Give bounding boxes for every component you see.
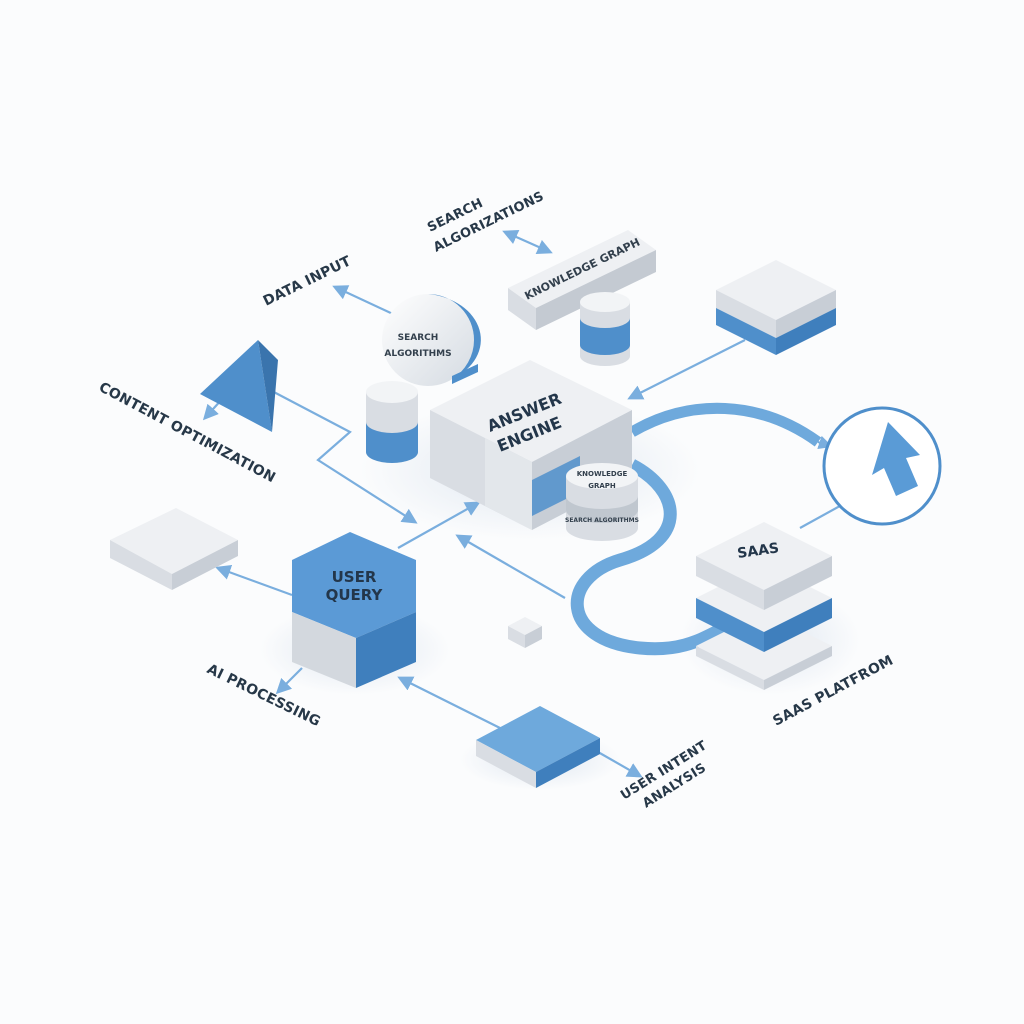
label-data-input: DATA INPUT — [261, 253, 354, 309]
upload-arrow-icon — [822, 406, 942, 526]
small-cube — [508, 617, 542, 648]
ribbon-engine-saas — [570, 459, 723, 656]
knowledge-graph-cylinder: KNOWLEDGE GRAPH SEARCH ALGORITHMS — [565, 463, 639, 541]
connector-query-engine — [397, 501, 481, 549]
connector-data-input — [332, 285, 396, 316]
connector-triangle-engine — [269, 389, 418, 524]
connector-search-label — [502, 229, 553, 255]
sphere-label-line2: ALGORITHMS — [384, 349, 451, 359]
cylinder-label-line1: KNOWLEDGE — [577, 470, 628, 478]
connector-return-engine — [455, 534, 566, 599]
connector-intent-label — [597, 751, 643, 778]
user-query-prism: USER QUERY — [292, 532, 416, 688]
left-slab — [110, 508, 238, 590]
saas-stack: SAAS — [696, 522, 832, 690]
cylinder-top-center — [580, 292, 630, 366]
connector-intent-query — [397, 676, 501, 729]
saas-stack-label: SAAS — [736, 540, 780, 562]
user-query-line2: QUERY — [326, 586, 384, 604]
connector-ai-processing — [275, 667, 303, 695]
cylinder-label-line2: GRAPH — [588, 482, 616, 490]
connectors — [202, 229, 859, 778]
user-intent-slab — [476, 706, 600, 788]
search-algorithms-sphere: SEARCH ALGORITHMS — [382, 294, 481, 386]
connector-slab-engine — [627, 339, 746, 400]
triangle-shape — [200, 340, 278, 432]
ribbon-engine-upload — [629, 402, 822, 447]
connector-query-slab — [215, 564, 293, 597]
sphere-label-line1: SEARCH — [398, 333, 439, 343]
cylinder-left — [366, 381, 418, 463]
cylinder-label-line3: SEARCH ALGORITHMS — [565, 517, 639, 524]
user-query-line1: USER — [332, 568, 377, 586]
top-right-slab — [716, 260, 836, 355]
